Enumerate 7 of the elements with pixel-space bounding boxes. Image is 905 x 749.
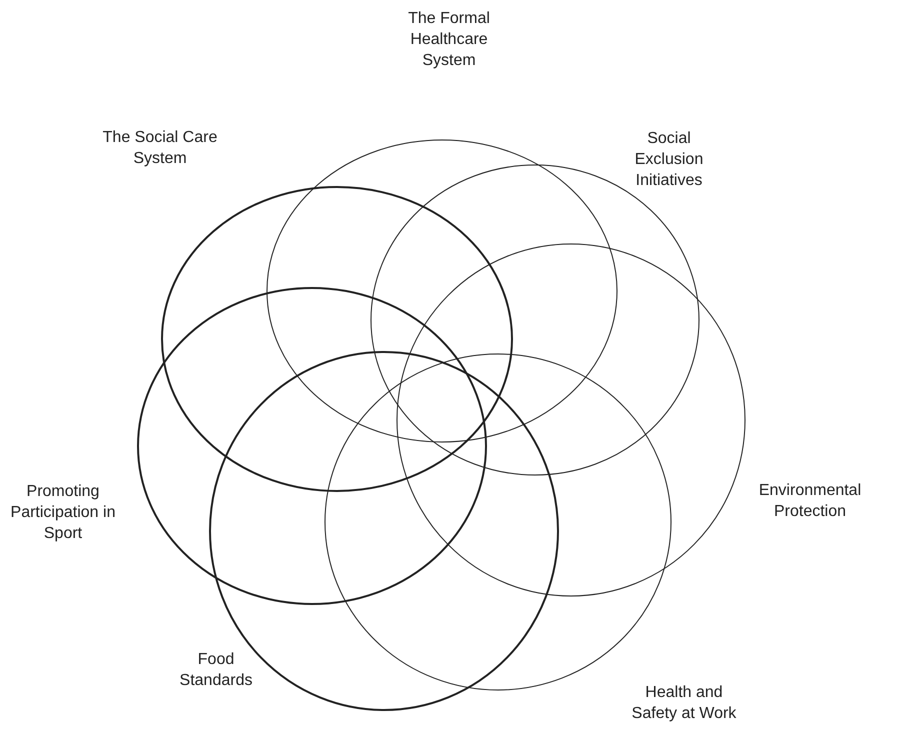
circle-label: Environmental Protection (758, 481, 862, 522)
circle-label: Food Standards (178, 650, 254, 691)
circle-label: The Formal Healthcare System (407, 9, 491, 71)
circle-label: Social Exclusion Initiatives (634, 129, 704, 191)
circle-label: Promoting Participation in Sport (10, 482, 116, 544)
circle-label: Health and Safety at Work (630, 683, 738, 724)
circle-label: The Social Care System (102, 128, 218, 169)
